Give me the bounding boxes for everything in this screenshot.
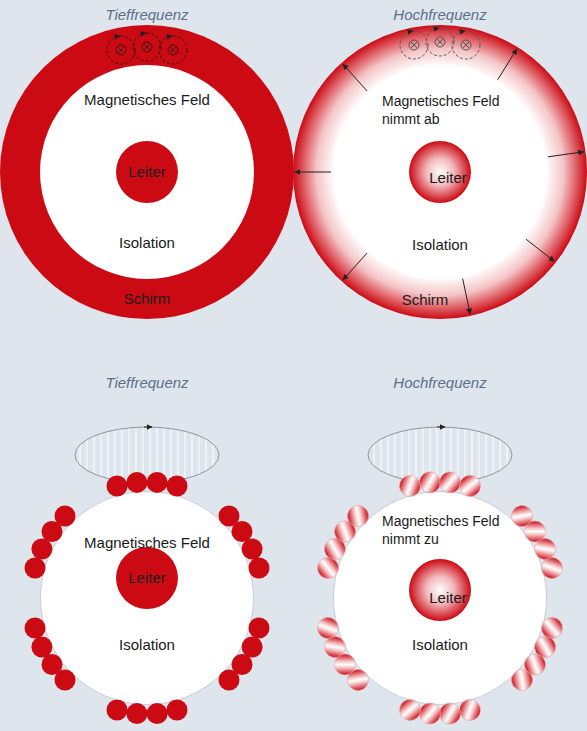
shield-ring-fill [293, 25, 587, 319]
shield-ring: Schirm Magnetisches Feld nimmt ab Isolatio… [293, 25, 587, 319]
node-label: Magnetisches Feld nimmt ab [382, 92, 517, 128]
field-arrow [548, 152, 584, 157]
braid-wire [31, 637, 52, 658]
node-label: Leiter [128, 163, 166, 181]
conductor-circle-fill [116, 141, 178, 203]
braid-wire [107, 476, 128, 497]
braid-wire [55, 506, 76, 527]
insulation-circle-fill [334, 492, 547, 705]
radial-field-arrows [295, 49, 584, 314]
braid-wire [147, 472, 168, 493]
node-label: Isolation [119, 234, 175, 252]
field-arrow [343, 253, 367, 280]
braid-wire [167, 476, 188, 497]
node-label: Isolation [412, 236, 468, 254]
field-arrow [498, 49, 517, 80]
braid-wire [510, 668, 534, 692]
conductor-circle-fill [116, 547, 178, 609]
braid-wire [249, 558, 270, 579]
braid-wire [25, 618, 46, 639]
braid-wire [397, 473, 424, 500]
node-label: Magnetisches Feld nimmt zu [382, 512, 517, 548]
frequency-heading: Tieffrequenz [105, 6, 188, 23]
braid-wire [42, 654, 63, 675]
node-label: Leiter [429, 589, 467, 607]
field-arrow [463, 279, 470, 314]
field-arrow [343, 64, 367, 91]
frequency-heading: Tieffrequenz [105, 374, 188, 391]
conductor-circle-fill [409, 559, 471, 621]
field-arrow [526, 239, 554, 261]
node-label: Magnetisches Feld [84, 91, 210, 109]
eddy-loops [400, 28, 480, 59]
braid-wire [219, 670, 240, 691]
braid-wire [25, 558, 46, 579]
braid-wire [395, 695, 425, 725]
insulation-circle: Magnetisches Feld nimmt ab Isolation Leite… [333, 65, 547, 279]
node-label: Isolation [119, 636, 175, 654]
braid-wire [242, 637, 263, 658]
conductor-circle: Leiter [116, 141, 178, 203]
braid-wire [31, 539, 52, 560]
node-label: Leiter [128, 569, 166, 587]
insulation-circle: Magnetisches FeldIsolation Leiter [40, 65, 254, 279]
conductor-circle: Leiter [116, 547, 178, 609]
braid-wire [457, 697, 484, 724]
conductor-circle: Leiter [409, 559, 471, 621]
braid-wire [126, 472, 147, 493]
frequency-heading: Hochfrequenz [393, 6, 486, 23]
braid-wire [455, 471, 485, 501]
braid-wire [249, 618, 270, 639]
braid-wire [315, 615, 342, 642]
braid-wire [167, 700, 188, 721]
field-loop [75, 427, 219, 483]
current-cross-symbols [116, 42, 178, 55]
braid-wire [242, 539, 263, 560]
braid-wire [107, 700, 128, 721]
insulation-circle-fill [40, 65, 254, 279]
node-label: Schirm [402, 291, 449, 309]
braid-wire [346, 504, 370, 528]
braid-wire [539, 555, 566, 582]
braid-wires [25, 468, 567, 729]
insulation-circle-fill [41, 492, 254, 705]
braid-wire [147, 703, 168, 724]
shield-ring-fill [0, 25, 294, 319]
conductor-circle: Leiter [409, 141, 471, 203]
insulation-circle-fill [333, 65, 547, 279]
eddy-loops [107, 33, 187, 64]
shield-ring: Schirm Magnetisches FeldIsolation Leiter [0, 25, 294, 319]
node-label: Magnetisches Feld [84, 534, 210, 552]
field-arrow [295, 172, 331, 173]
frequency-heading: Hochfrequenz [393, 374, 486, 391]
conductor-circle-fill [409, 141, 471, 203]
braid-wire [232, 521, 253, 542]
field-loop [368, 427, 512, 483]
node-label: Isolation [412, 636, 468, 654]
node-label: Schirm [124, 290, 171, 308]
node-label: Leiter [429, 169, 467, 187]
braid-wire [126, 703, 147, 724]
